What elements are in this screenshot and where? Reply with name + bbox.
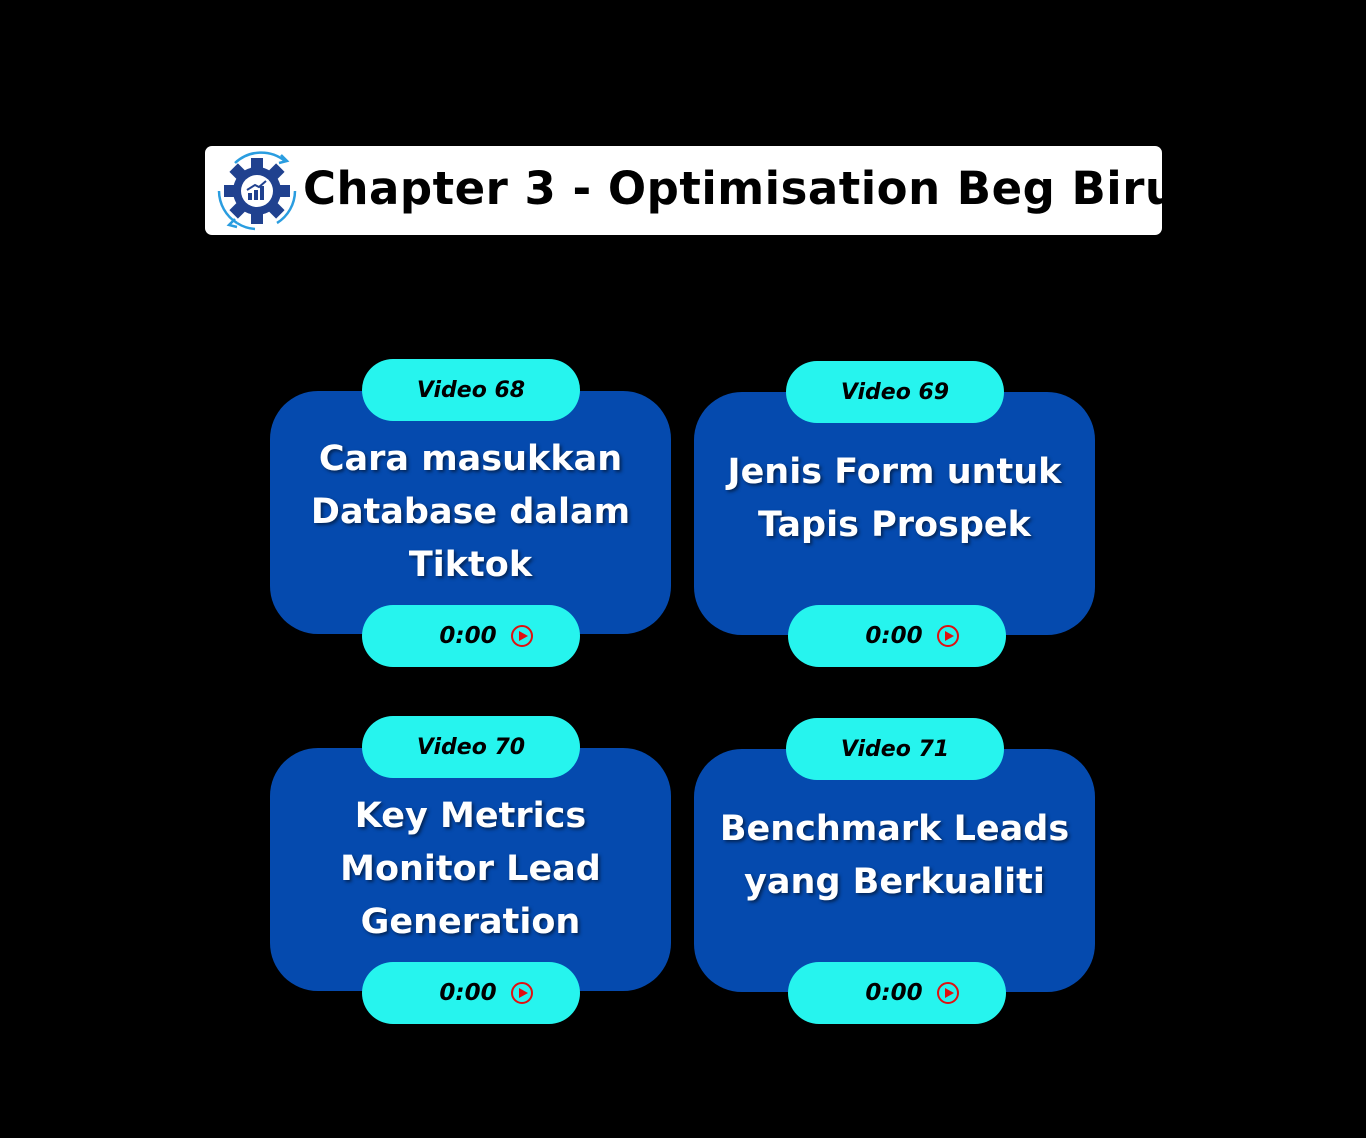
play-button[interactable]: 0:00: [362, 605, 580, 667]
video-duration: 0:00: [865, 980, 923, 1006]
play-icon: [936, 625, 959, 647]
page-title: Chapter 3 - Optimisation Beg Biru: [303, 162, 1178, 215]
video-card[interactable]: Jenis Form untuk Tapis Prospek: [694, 392, 1095, 635]
video-card[interactable]: Key Metrics Monitor Lead Generation: [270, 748, 671, 991]
video-number-badge: Video 69: [786, 361, 1004, 423]
video-duration: 0:00: [439, 623, 497, 649]
play-icon: [510, 625, 533, 647]
play-icon: [510, 982, 533, 1004]
play-icon: [936, 982, 959, 1004]
video-duration: 0:00: [439, 980, 497, 1006]
video-title: Jenis Form untuk Tapis Prospek: [727, 451, 1062, 545]
chapter-header: Chapter 3 - Optimisation Beg Biru: [205, 146, 1177, 235]
video-title: Key Metrics Monitor Lead Generation: [340, 796, 601, 942]
play-button[interactable]: 0:00: [362, 962, 580, 1024]
video-number-badge: Video 71: [786, 718, 1004, 780]
video-card[interactable]: Cara masukkan Database dalam Tiktok: [270, 391, 671, 634]
video-card[interactable]: Benchmark Leads yang Berkualiti: [694, 749, 1095, 992]
video-duration: 0:00: [865, 623, 923, 649]
video-title: Cara masukkan Database dalam Tiktok: [310, 439, 631, 585]
play-button[interactable]: 0:00: [788, 605, 1006, 667]
play-button[interactable]: 0:00: [788, 962, 1006, 1024]
gear-growth-chart-icon: [217, 151, 297, 231]
video-number-badge: Video 68: [362, 359, 580, 421]
video-title: Benchmark Leads yang Berkualiti: [719, 808, 1070, 902]
video-number-badge: Video 70: [362, 716, 580, 778]
